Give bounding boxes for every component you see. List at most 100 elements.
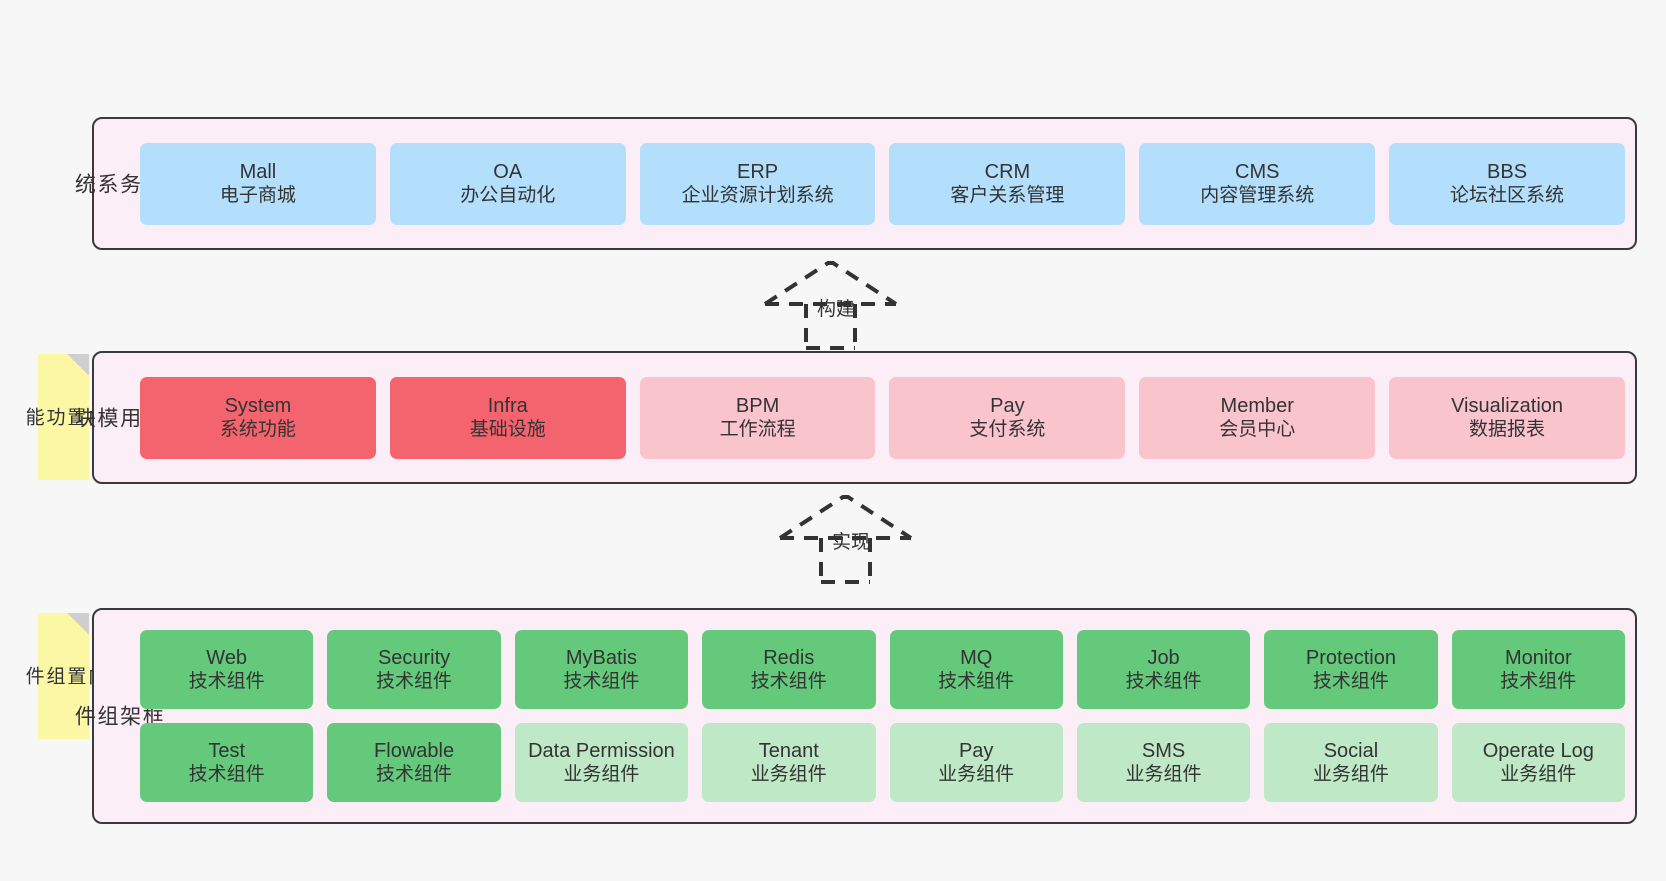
card-title: Mall xyxy=(239,160,277,183)
card-title: Member xyxy=(1220,394,1294,417)
card-subtitle: 业务组件 xyxy=(750,764,827,786)
card-title: Flowable xyxy=(374,739,455,762)
card-title: Pay xyxy=(958,739,994,762)
card-subtitle: 办公自动化 xyxy=(460,185,556,207)
card-subtitle: 技术组件 xyxy=(563,671,640,693)
card-subtitle: 技术组件 xyxy=(750,671,827,693)
layer-framework-components: 框 架 组 件 Web技术组件Security技术组件MyBatis技术组件Re… xyxy=(72,608,1637,824)
card-title: MyBatis xyxy=(565,646,637,669)
layer-business-systems: 业 务 系 统 Mall电子商城OA办公自动化ERP企业资源计划系统CRM客户关… xyxy=(72,117,1637,250)
card-subtitle: 电子商城 xyxy=(219,185,296,207)
card-title: MQ xyxy=(960,646,993,669)
layer-framework-title: 框 架 组 件 xyxy=(72,705,164,727)
card-subtitle: 系统功能 xyxy=(219,419,296,441)
card-title: Protection xyxy=(1305,646,1396,669)
card-subtitle: 工作流程 xyxy=(719,419,796,441)
card-subtitle: 技术组件 xyxy=(938,671,1015,693)
layer-business-title: 业 务 系 统 xyxy=(72,172,163,195)
note-builtin-components: 内 置 组 件 xyxy=(23,613,106,739)
card-subtitle: 技术组件 xyxy=(188,671,265,693)
card-subtitle: 会员中心 xyxy=(1219,419,1296,441)
card-title: Test xyxy=(208,739,246,762)
card-subtitle: 业务组件 xyxy=(1125,764,1202,786)
card-subtitle: 基础设施 xyxy=(469,419,546,441)
card-subtitle: 技术组件 xyxy=(188,764,265,786)
card-title: Redis xyxy=(763,646,815,669)
card-title: ERP xyxy=(737,160,779,183)
note-fold-icon xyxy=(67,354,89,376)
card-title: Web xyxy=(206,646,248,669)
card-title: CMS xyxy=(1235,160,1280,183)
note-builtin-features: 内 置 功 能 xyxy=(23,354,106,480)
card-title: Data Permission xyxy=(528,739,675,762)
card-title: Visualization xyxy=(1451,394,1564,417)
card-title: BPM xyxy=(735,394,780,417)
card-subtitle: 技术组件 xyxy=(376,671,453,693)
layer-common-title: 通 用 模 块 xyxy=(72,406,163,429)
card-subtitle: 技术组件 xyxy=(376,764,453,786)
card-title: Operate Log xyxy=(1482,739,1594,762)
card-subtitle: 业务组件 xyxy=(1312,764,1389,786)
card-title: CRM xyxy=(984,160,1031,183)
card-title: OA xyxy=(493,160,523,183)
connector-implement-label: 实现 xyxy=(832,532,871,553)
card-title: Infra xyxy=(487,394,528,417)
card-subtitle: 客户关系管理 xyxy=(950,185,1065,207)
connector-build-label: 构建 xyxy=(817,299,856,320)
card-title: Social xyxy=(1323,739,1379,762)
card-subtitle: 业务组件 xyxy=(563,764,640,786)
card-title: Pay xyxy=(990,394,1025,417)
card-title: BBS xyxy=(1487,160,1528,183)
card-subtitle: 支付系统 xyxy=(969,419,1046,441)
card-title: Job xyxy=(1147,646,1180,669)
card-subtitle: 内容管理系统 xyxy=(1200,185,1315,207)
card-subtitle: 数据报表 xyxy=(1469,419,1546,441)
card-subtitle: 技术组件 xyxy=(1500,671,1577,693)
card-subtitle: 业务组件 xyxy=(938,764,1015,786)
card-subtitle: 技术组件 xyxy=(1125,671,1202,693)
card-subtitle: 业务组件 xyxy=(1500,764,1577,786)
card-title: Tenant xyxy=(758,739,819,762)
card-subtitle: 技术组件 xyxy=(1312,671,1389,693)
note-fold-icon xyxy=(67,613,89,635)
card-subtitle: 论坛社区系统 xyxy=(1450,185,1565,207)
layer-common-modules: 通 用 模 块 System系统功能Infra基础设施BPM工作流程Pay支付系… xyxy=(72,351,1637,484)
card-title: Monitor xyxy=(1504,646,1572,669)
